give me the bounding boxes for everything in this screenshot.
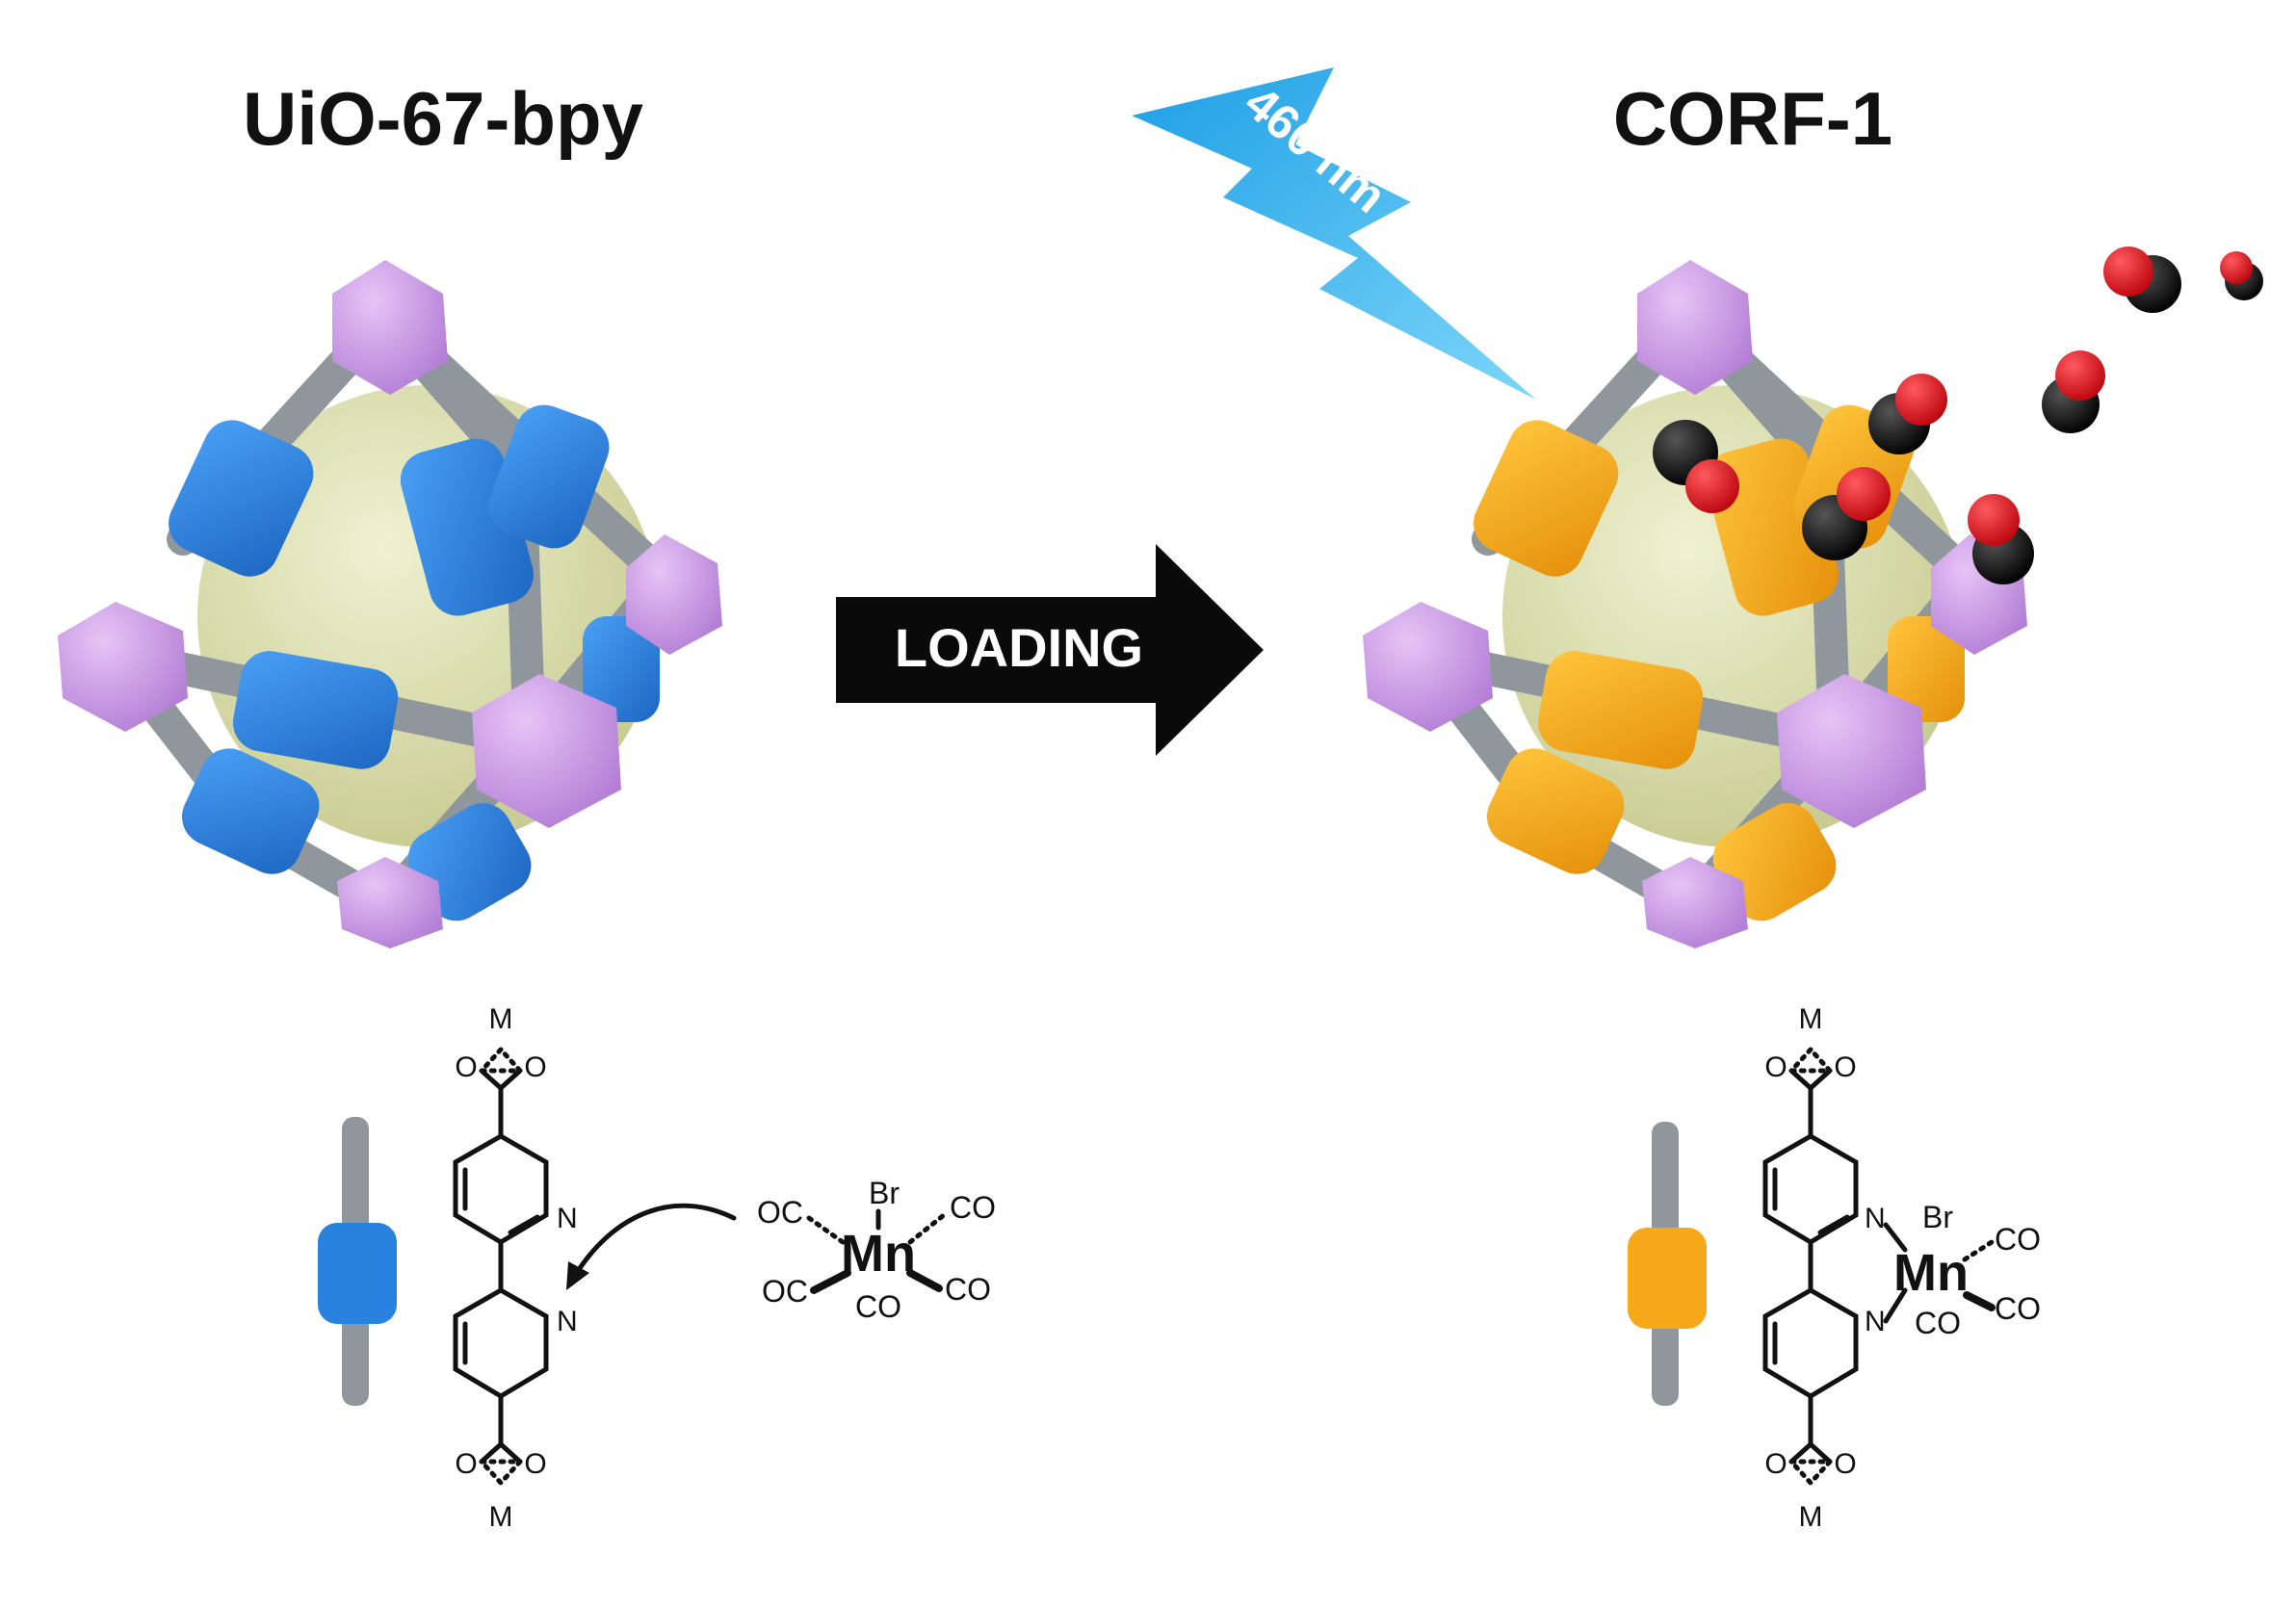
oxygen-label: O [1834, 1448, 1856, 1480]
light-bolt: 460 nm [1132, 67, 1536, 400]
co-molecule [2220, 251, 2263, 300]
metal-label: M [489, 1501, 513, 1533]
zr-nodes [1363, 260, 2027, 948]
co-molecule [1968, 494, 2034, 584]
carbonyl-label: CO [1995, 1291, 2041, 1326]
mn-label: Mn [841, 1225, 916, 1283]
carbonyl-label: CO [1915, 1306, 1961, 1340]
oxygen-label: O [1764, 1051, 1787, 1083]
bromide-label: Br [1922, 1200, 1953, 1234]
mn-label: Mn [1893, 1244, 1969, 1302]
metal-label: M [1799, 1501, 1823, 1533]
metal-label: M [489, 1003, 513, 1035]
carbonyl-label: CO [950, 1190, 996, 1225]
metal-label: M [1799, 1003, 1823, 1035]
carbonyl-label-left: OC [757, 1195, 803, 1230]
legend-linker-blue [318, 1117, 397, 1406]
bpy-linkers-blue [169, 404, 660, 921]
oxygen-label: O [524, 1448, 546, 1480]
carbonyl-label: CO [945, 1272, 991, 1307]
zr-nodes [58, 260, 722, 948]
co-molecule [1802, 467, 1891, 560]
loading-label: LOADING [895, 617, 1143, 678]
coordination-arrow [566, 1203, 737, 1290]
nitrogen-label: N [557, 1306, 578, 1337]
co-molecules [1653, 246, 2263, 584]
oxygen-label: O [524, 1051, 546, 1083]
carbonyl-label-left: OC [762, 1274, 808, 1309]
uio67-framework [58, 260, 722, 948]
nitrogen-label: N [1865, 1203, 1886, 1234]
co-molecule [1868, 374, 1947, 454]
co-molecule [2042, 350, 2105, 433]
carbonyl-label: CO [1995, 1222, 2041, 1257]
left-title: UiO-67-bpy [243, 76, 643, 161]
nitrogen-label: N [557, 1203, 578, 1234]
bipyridine-mn-complex-right: M O O N N O O M Mn Br CO CO CO [1762, 1003, 2041, 1533]
carbonyl-label: CO [855, 1289, 901, 1324]
right-title: CORF-1 [1613, 76, 1892, 161]
oxygen-label: O [455, 1448, 477, 1480]
legend-linker-orange [1628, 1122, 1707, 1406]
bromide-label: Br [869, 1176, 900, 1210]
co-molecule [1653, 420, 1739, 513]
co-molecule [2103, 246, 2181, 313]
oxygen-label: O [455, 1051, 477, 1083]
bipyridine-ligand-left: M O O N N O O M [453, 1003, 578, 1533]
oxygen-label: O [1764, 1448, 1787, 1480]
corf1-framework [1363, 246, 2263, 948]
loading-arrow: LOADING [836, 544, 1264, 756]
mn-pentacarbonyl-bromide: Mn Br OC CO OC CO CO [757, 1176, 996, 1324]
nitrogen-label: N [1865, 1306, 1886, 1337]
oxygen-label: O [1834, 1051, 1856, 1083]
